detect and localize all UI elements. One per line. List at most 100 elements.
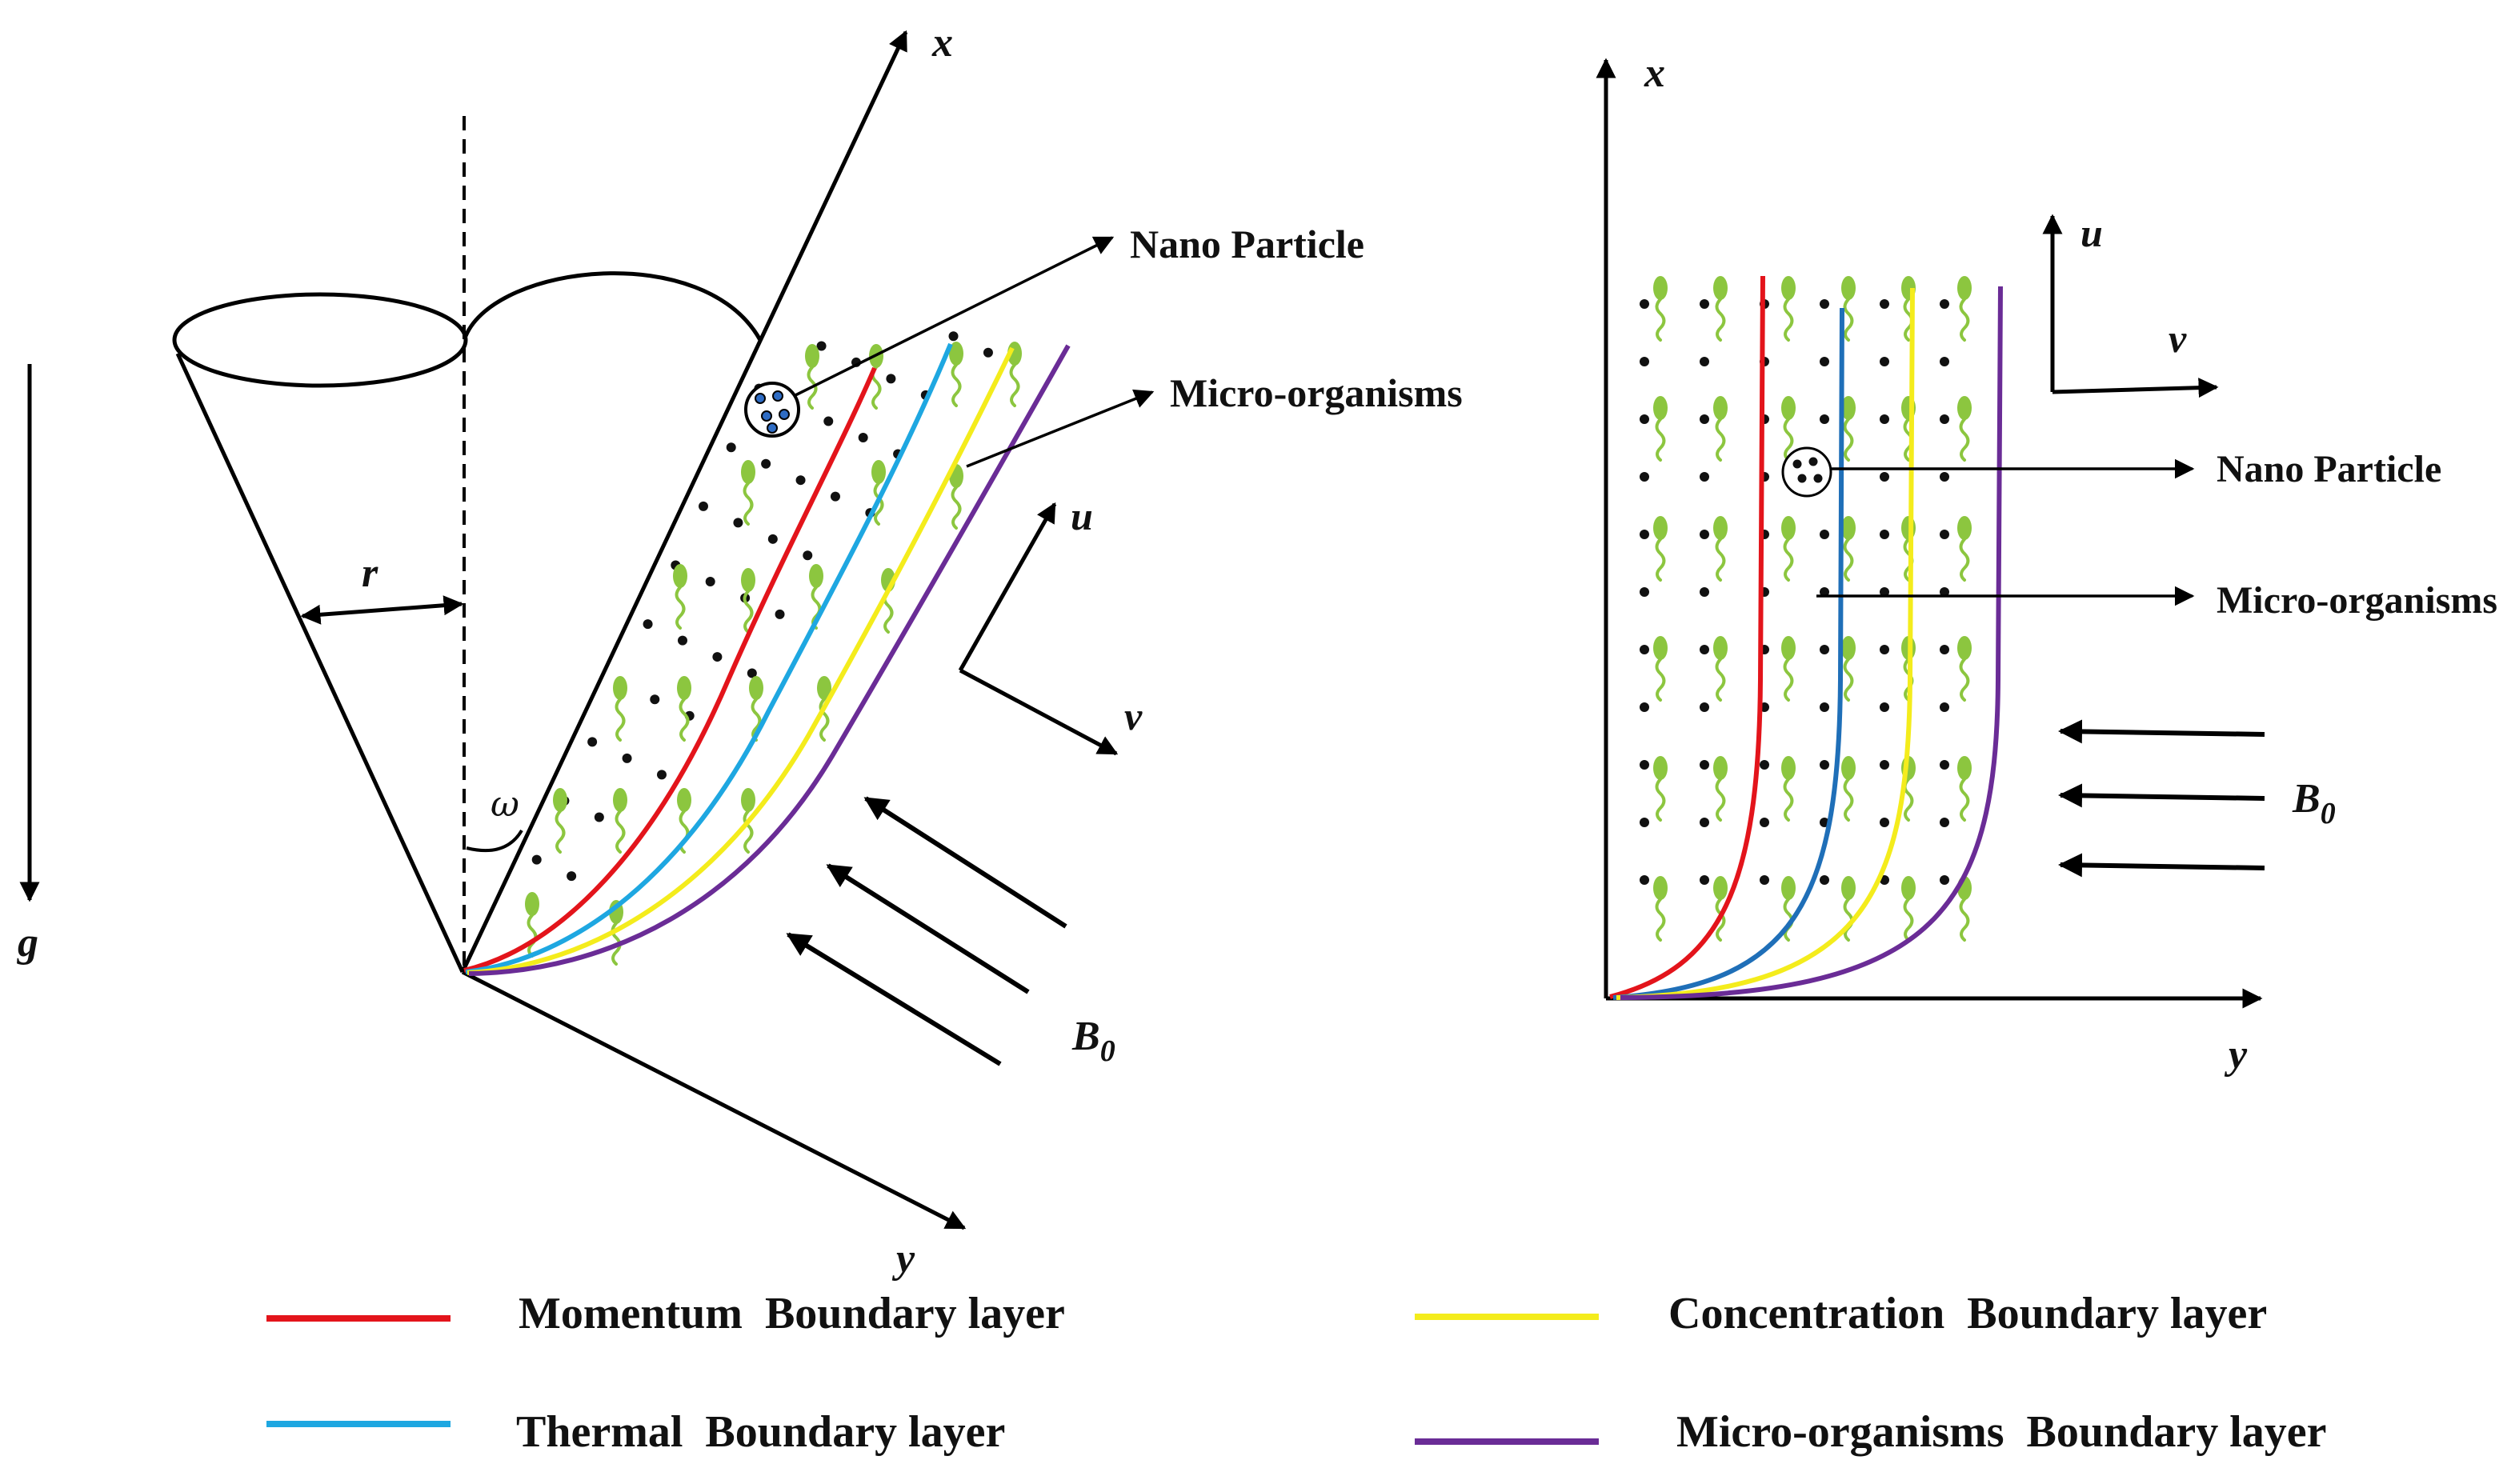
nanoparticle-dot	[858, 433, 868, 443]
right-panel: x y Nano Particle Micro-organisms u v B0	[1596, 50, 2497, 1078]
nanoparticle-dot	[1940, 702, 1949, 712]
nanoparticle-dot	[1940, 760, 1949, 770]
nanoparticle-dot	[948, 331, 959, 342]
nanoparticle-dot	[1940, 587, 1949, 597]
left-v-label: v	[1124, 694, 1143, 738]
microorganism-icon	[1781, 276, 1796, 342]
nanoparticle-dot	[1820, 645, 1829, 654]
nanoparticle-dot	[1700, 414, 1709, 424]
nanoparticle-dot	[594, 812, 604, 822]
microorganism-icon	[1781, 636, 1796, 702]
left-concentration-curve	[467, 346, 1015, 975]
right-particle-field	[1640, 276, 1972, 942]
left-field-arrow-3	[786, 932, 1002, 1066]
nanoparticle-dot	[1940, 414, 1949, 424]
left-micro-callout-label: Micro-organisms	[1170, 370, 1463, 415]
nanoparticle-dot	[1640, 702, 1649, 712]
nanoparticle-dot	[705, 576, 715, 586]
nanoparticle-dot	[650, 694, 660, 705]
legend-label-microorganisms: Micro-organisms Boundary layer	[1676, 1407, 2326, 1457]
nanoparticle-dot	[1700, 357, 1709, 366]
nanoparticle-dot	[587, 737, 598, 747]
nanoparticle-dot	[1880, 818, 1889, 827]
right-v-label: v	[2169, 316, 2187, 361]
angle-arc	[466, 829, 523, 853]
cone-arc	[463, 271, 763, 342]
microorganism-icon	[1957, 516, 1972, 582]
microorganism-icon	[1713, 876, 1728, 942]
right-field-arrow-2	[2058, 783, 2265, 808]
nanoparticle-dot	[1880, 702, 1889, 712]
left-thermal-curve	[465, 342, 953, 974]
legend-item-thermal: Thermal Boundary layer	[266, 1407, 1005, 1457]
legend: Momentum Boundary layer Thermal Boundary…	[266, 1289, 2326, 1457]
microorganism-icon	[613, 676, 627, 742]
nanoparticle-dot	[1640, 299, 1649, 309]
nanoparticle-dot	[712, 652, 723, 662]
nanoparticle-dot	[1940, 530, 1949, 539]
nanoparticle-dot	[1880, 414, 1889, 424]
microorganism-icon	[1841, 276, 1856, 342]
right-x-label: x	[1644, 50, 1665, 96]
nanoparticle-dot	[1700, 472, 1709, 482]
left-x-axis	[460, 30, 908, 974]
nanoparticle-dot	[1820, 875, 1829, 885]
left-microorganism-curve	[468, 344, 1071, 976]
right-micro-callout-label: Micro-organisms	[2217, 579, 2497, 622]
nanoparticle-dot	[816, 341, 827, 351]
nanoparticle-dot	[747, 668, 757, 678]
left-nano-particle-circle	[744, 382, 800, 438]
legend-label-thermal: Thermal Boundary layer	[516, 1407, 1005, 1457]
microorganism-icon	[1713, 516, 1728, 582]
nanoparticle-dot	[1820, 702, 1829, 712]
nanoparticle-dot	[767, 534, 778, 544]
microorganism-icon	[1841, 756, 1856, 822]
nanoparticle-dot	[1880, 645, 1889, 654]
right-concentration-curve	[1616, 287, 1915, 1000]
nanoparticle-dot	[1640, 530, 1649, 539]
right-thermal-curve	[1612, 307, 1844, 1000]
nanoparticle-dot	[823, 416, 834, 426]
nanoparticle-dot	[1640, 645, 1649, 654]
left-x-label: x	[931, 20, 953, 66]
nanoparticle-dot	[1700, 760, 1709, 770]
microorganism-icon	[741, 460, 755, 526]
left-momentum-curve	[463, 366, 877, 973]
nanoparticle-dot	[1940, 645, 1949, 654]
microorganism-icon	[1713, 396, 1728, 462]
left-panel: g r ω x y	[17, 20, 1463, 1282]
nanoparticle-dot	[1640, 875, 1649, 885]
legend-label-momentum: Momentum Boundary layer	[519, 1289, 1065, 1338]
microorganism-icon	[1653, 876, 1668, 942]
nanoparticle-dot	[643, 619, 653, 630]
nanoparticle-dot	[1640, 357, 1649, 366]
right-y-label: y	[2224, 1032, 2248, 1078]
left-field-arrow-2	[826, 863, 1030, 994]
nanoparticle-dot	[1820, 414, 1829, 424]
nanoparticle-dot	[1700, 645, 1709, 654]
nanoparticle-dot	[1640, 587, 1649, 597]
microorganism-icon	[677, 676, 691, 742]
nanoparticle-dot	[1940, 357, 1949, 366]
nanoparticle-dot	[733, 518, 743, 528]
nanoparticle-dot	[1700, 818, 1709, 827]
microorganism-icon	[1653, 516, 1668, 582]
left-y-axis	[461, 970, 967, 1230]
microorganism-icon	[1957, 756, 1972, 822]
nanoparticle-dot	[1640, 760, 1649, 770]
nanoparticle-dot	[1880, 472, 1889, 482]
legend-item-concentration: Concentration Boundary layer	[1415, 1289, 2267, 1338]
nanoparticle-dot	[1640, 472, 1649, 482]
microorganism-icon	[1957, 276, 1972, 342]
radius-label: r	[362, 550, 378, 596]
microorganism-icon	[741, 788, 755, 854]
left-u-label: u	[1071, 494, 1093, 538]
gravity-label: g	[17, 920, 38, 966]
microorganism-icon	[1841, 396, 1856, 462]
nanoparticle-dot	[1880, 357, 1889, 366]
nanoparticle-dot	[726, 442, 736, 453]
left-y-label: y	[891, 1236, 915, 1282]
microorganism-icon	[1653, 276, 1668, 342]
nanoparticle-dot	[886, 374, 896, 384]
